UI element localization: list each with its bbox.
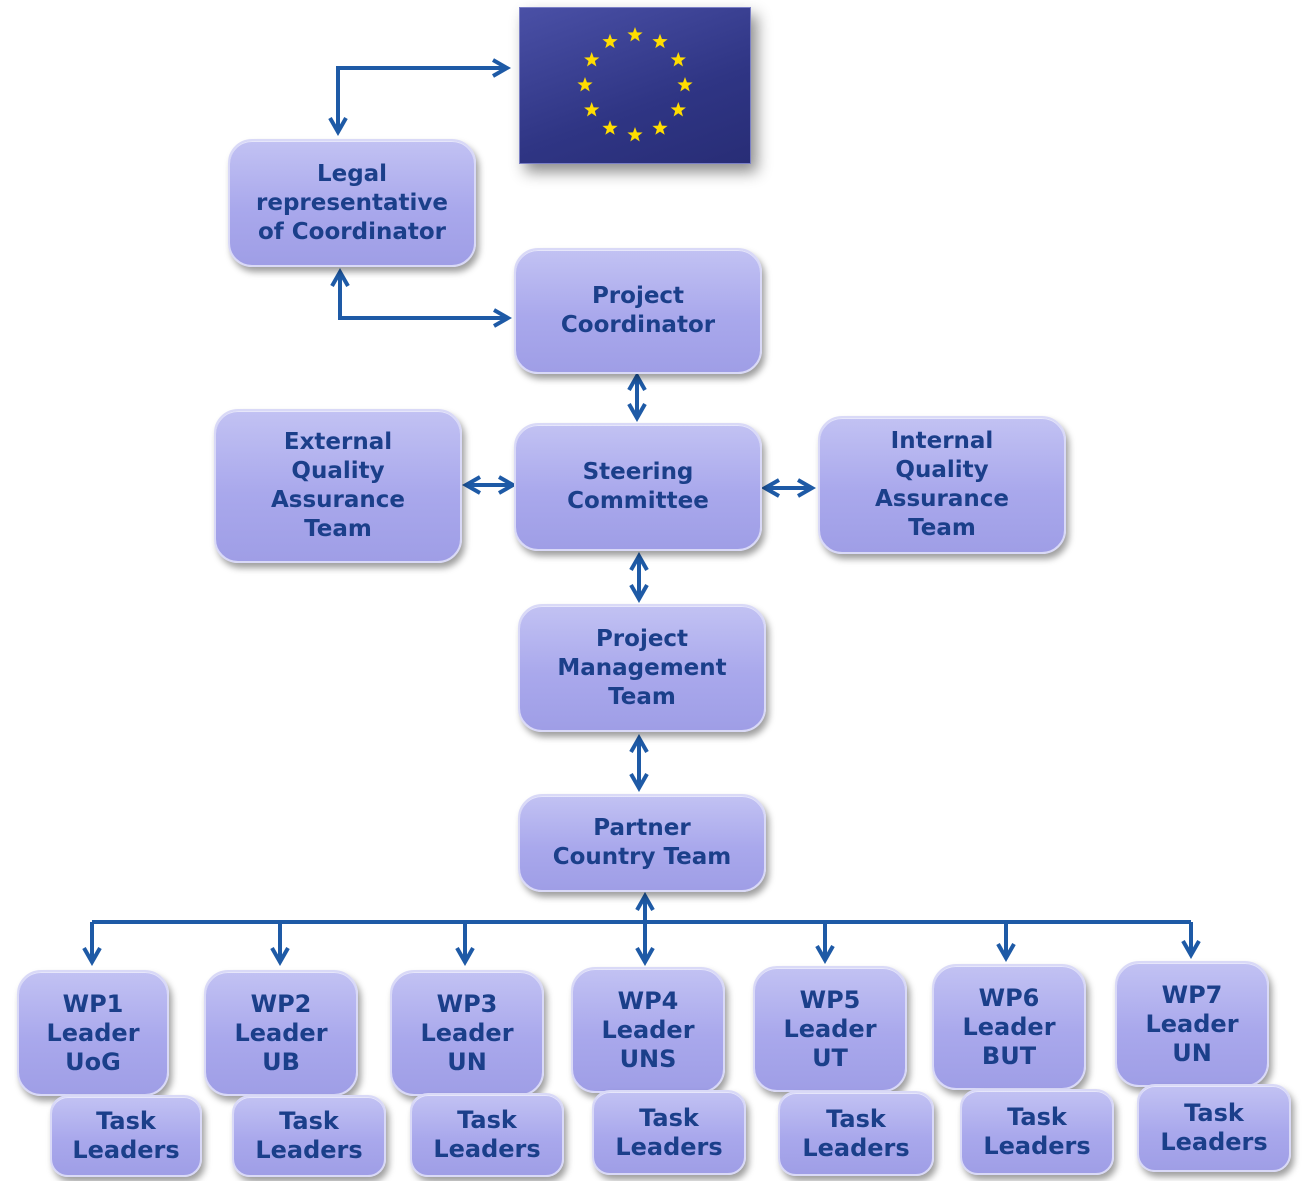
star-icon (677, 77, 693, 92)
task-leaders-box: Task Leaders (592, 1090, 746, 1175)
partner-country-team-box: Partner Country Team (518, 794, 766, 892)
task-leaders-label: Task Leaders (983, 1103, 1091, 1160)
wp-leader-label: WP7 Leader UN (1145, 980, 1239, 1067)
legal-representative-label: Legal representative of Coordinator (256, 160, 448, 245)
task-leaders-box: Task Leaders (410, 1093, 564, 1177)
project-management-team-label: Project Management Team (557, 625, 727, 710)
star-circle-icon (577, 27, 693, 142)
star-icon (670, 52, 686, 67)
task-leaders-label: Task Leaders (615, 1103, 723, 1161)
project-management-team-box: Project Management Team (518, 604, 766, 732)
star-icon (652, 33, 668, 49)
star-icon (627, 27, 643, 42)
star-icon (584, 52, 600, 67)
wp-leader-box: WP2 Leader UB (204, 970, 358, 1096)
star-icon (584, 102, 600, 117)
task-leaders-box: Task Leaders (960, 1089, 1114, 1175)
steering-committee-box: Steering Committee (514, 423, 762, 551)
star-icon (670, 102, 686, 117)
task-leaders-box: Task Leaders (1137, 1084, 1291, 1172)
legal-representative-box: Legal representative of Coordinator (228, 139, 476, 267)
star-icon (602, 120, 618, 135)
task-leaders-label: Task Leaders (1160, 1099, 1268, 1156)
wp-leader-label: WP4 Leader UNS (601, 986, 695, 1073)
partner-country-team-label: Partner Country Team (552, 815, 732, 870)
eu-flag-icon (519, 7, 751, 164)
wp-leader-label: WP1 Leader UoG (46, 989, 140, 1076)
connector-legal-eu (328, 58, 512, 137)
wp-leader-box: WP7 Leader UN (1115, 961, 1269, 1087)
wp-leader-label: WP6 Leader BUT (962, 983, 1056, 1070)
internal-qa-label: Internal Quality Assurance Team (874, 428, 1010, 541)
task-leaders-label: Task Leaders (433, 1106, 541, 1163)
wp-leader-label: WP2 Leader UB (234, 989, 328, 1076)
project-coordinator-label: Project Coordinator (560, 283, 716, 338)
star-icon (602, 33, 618, 49)
task-leaders-box: Task Leaders (50, 1095, 202, 1177)
star-icon (577, 77, 593, 92)
star-icon (652, 120, 668, 135)
wp-leader-box: WP4 Leader UNS (571, 967, 725, 1093)
wp-leader-label: WP3 Leader UN (420, 989, 514, 1076)
task-leaders-label: Task Leaders (802, 1104, 910, 1162)
wp-leader-box: WP3 Leader UN (390, 970, 544, 1096)
task-leaders-box: Task Leaders (232, 1095, 386, 1177)
wp-leader-box: WP1 Leader UoG (17, 970, 169, 1096)
internal-qa-box: Internal Quality Assurance Team (818, 416, 1066, 554)
wp-leader-box: WP6 Leader BUT (932, 964, 1086, 1090)
wp-leader-label: WP5 Leader UT (783, 985, 877, 1072)
star-icon (627, 127, 643, 142)
connector-legal-coordinator (330, 267, 513, 328)
task-leaders-box: Task Leaders (778, 1091, 934, 1176)
task-leaders-label: Task Leaders (255, 1107, 363, 1164)
steering-committee-label: Steering Committee (567, 459, 709, 514)
project-coordinator-box: Project Coordinator (514, 248, 762, 374)
external-qa-label: External Quality Assurance Team (270, 429, 406, 542)
external-qa-box: External Quality Assurance Team (214, 409, 462, 563)
task-leaders-label: Task Leaders (72, 1107, 180, 1164)
wp-leader-box: WP5 Leader UT (753, 966, 907, 1092)
